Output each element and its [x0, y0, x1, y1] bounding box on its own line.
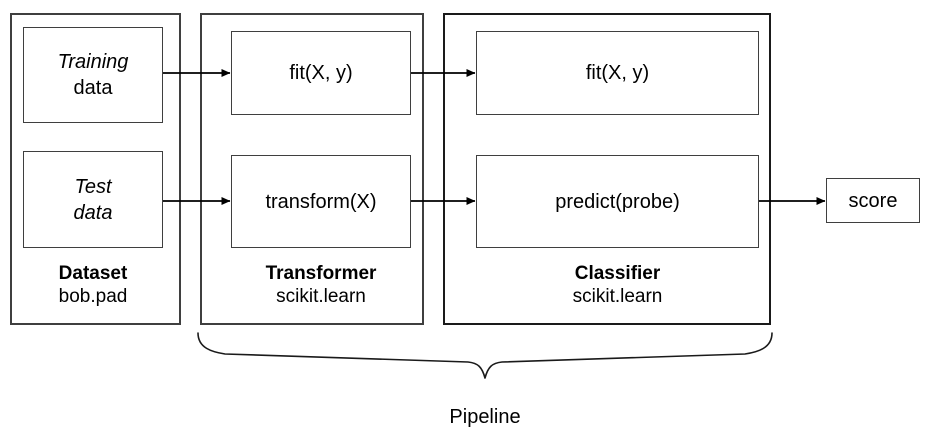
group-classifier-title: Classifier	[574, 263, 661, 284]
node-classifier-fit: fit(X, y)	[476, 31, 759, 115]
node-score-label: score	[848, 189, 898, 212]
node-training-data-line2: data	[73, 77, 113, 99]
group-dataset-subtitle: bob.pad	[58, 286, 128, 307]
node-test-data: Test data	[23, 151, 163, 248]
node-training-data: Training data	[23, 27, 163, 123]
node-test-data-line2: data	[73, 201, 113, 224]
node-transformer-fit-label: fit(X, y)	[289, 62, 353, 84]
node-transformer-transform: transform(X)	[231, 155, 411, 248]
group-classifier-subtitle: scikit.learn	[572, 286, 663, 307]
node-test-data-label: Test data	[74, 174, 113, 226]
group-classifier-caption: Classifier scikit.learn	[476, 262, 759, 308]
pipeline-brace	[197, 332, 773, 379]
node-classifier-fit-label: fit(X, y)	[585, 62, 650, 84]
node-classifier-predict-label: predict(probe)	[555, 190, 680, 213]
group-dataset-title: Dataset	[58, 263, 128, 284]
node-transformer-transform-label: transform(X)	[265, 190, 377, 213]
node-training-data-label: Training data	[58, 49, 129, 101]
node-test-data-line1: Test	[74, 175, 112, 198]
group-dataset-caption: Dataset bob.pad	[23, 262, 163, 308]
group-transformer-title: Transformer	[265, 263, 377, 284]
node-classifier-predict: predict(probe)	[476, 155, 759, 248]
pipeline-brace-label: Pipeline	[449, 406, 521, 428]
node-transformer-fit: fit(X, y)	[231, 31, 411, 115]
node-training-data-line1: Training	[57, 51, 129, 73]
node-score: score	[826, 178, 920, 223]
group-transformer-subtitle: scikit.learn	[276, 286, 366, 307]
group-transformer-caption: Transformer scikit.learn	[231, 262, 411, 308]
